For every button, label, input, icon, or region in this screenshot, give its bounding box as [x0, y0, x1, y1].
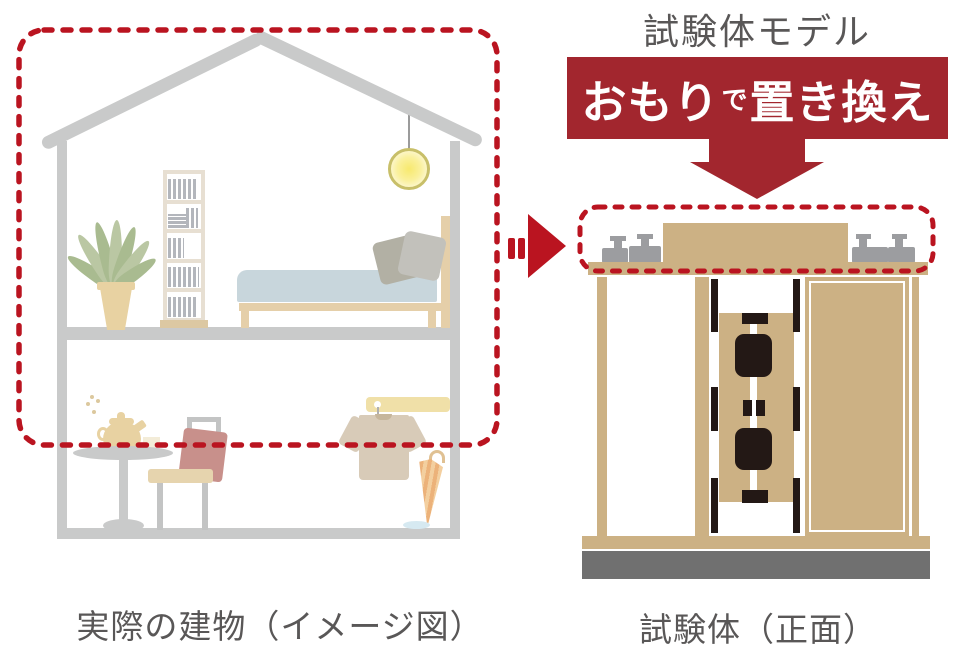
down-arrow-head	[690, 162, 824, 199]
bookshelf-base	[160, 320, 208, 328]
rail-left-seg3	[711, 478, 718, 533]
floor-slab-mid	[57, 327, 460, 340]
weight-stem	[641, 239, 649, 246]
banner-text-large-2: 置き換え	[749, 76, 934, 128]
lamp-cord	[408, 111, 410, 150]
weight-icon	[856, 234, 871, 239]
rail-right-seg1	[793, 279, 800, 332]
bed-leg-left	[241, 311, 249, 328]
plant-pot-rim	[97, 282, 135, 290]
lamp-globe	[388, 148, 430, 190]
weight-icon	[637, 234, 653, 239]
arrow-bar-1	[508, 238, 515, 259]
damper-clip-right	[756, 400, 765, 416]
bed-headboard	[441, 216, 450, 328]
foundation-base	[582, 551, 930, 579]
steam-dots	[92, 410, 96, 414]
weight-block	[852, 247, 888, 263]
weight-icon	[892, 234, 907, 239]
post-right	[912, 277, 919, 536]
rail-right-seg3	[793, 478, 800, 533]
bed-frame	[239, 303, 450, 311]
rail-right-seg2	[793, 387, 800, 431]
replace-with-weights-banner: おもり で 置き換え	[567, 57, 948, 139]
shear-panel-outline	[809, 281, 905, 532]
damper-top-bar	[742, 313, 768, 324]
bookshelf-icon	[163, 170, 205, 322]
caption-left: 実際の建物（イメージ図）	[76, 608, 484, 645]
potted-plant-icon	[64, 196, 160, 330]
top-plate	[588, 262, 928, 275]
damper-bottom-bar	[742, 490, 768, 503]
rail-left-seg2	[711, 387, 718, 431]
bed-leg-right	[428, 311, 436, 328]
arrow-bar-2	[518, 238, 525, 259]
dashed-highlight-box-house	[16, 27, 500, 448]
weight-block	[602, 248, 628, 263]
mid-stud-left	[695, 277, 709, 536]
weight-stem	[859, 239, 867, 247]
banner-text-large-1: おもり	[581, 76, 720, 128]
arrow-head-right	[528, 214, 566, 278]
rail-left-seg1	[711, 279, 718, 332]
post-left	[597, 277, 607, 536]
house-wall-left	[57, 141, 67, 539]
damper-clip-left	[743, 400, 752, 416]
floor-slab-bottom	[57, 528, 460, 539]
mass-block	[663, 223, 848, 263]
house-wall-right	[450, 141, 460, 539]
sill-plate	[582, 536, 930, 549]
weight-stem	[614, 241, 622, 248]
caption-right: 試験体（正面）	[639, 611, 877, 648]
down-arrow-stem	[709, 139, 805, 162]
damper-hardware-lower	[735, 428, 772, 470]
mid-panel-slot	[750, 313, 757, 502]
weight-stem	[895, 239, 903, 247]
weight-block	[888, 247, 915, 263]
damper-hardware-upper	[735, 334, 772, 377]
banner-text-small: で	[721, 84, 748, 115]
weight-icon	[610, 236, 626, 241]
shear-panel	[805, 277, 909, 536]
weight-block	[629, 246, 661, 263]
model-title: 試験体モデル	[642, 11, 871, 52]
dashed-highlight-box-specimen	[577, 204, 936, 274]
